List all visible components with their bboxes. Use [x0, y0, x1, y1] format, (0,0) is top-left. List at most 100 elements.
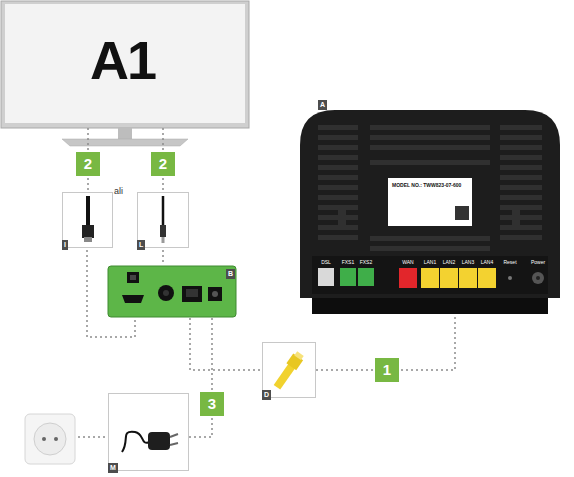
router-illustration — [358, 268, 374, 286]
callout-number: 2 — [151, 152, 175, 176]
router-illustration — [370, 246, 490, 251]
router-illustration — [500, 155, 542, 160]
router-illustration — [455, 206, 469, 220]
router-illustration — [478, 268, 496, 288]
logo-text: A1 — [90, 30, 155, 90]
tv-illustration — [1, 1, 249, 146]
router-illustration — [318, 235, 358, 240]
port-label: Reset — [503, 259, 516, 265]
router-illustration — [459, 268, 477, 288]
power-adapter — [109, 394, 189, 471]
part-letter: L — [137, 240, 145, 250]
router-illustration — [500, 185, 542, 190]
tv-illustration — [118, 128, 132, 139]
router-illustration — [338, 205, 346, 225]
router-illustration — [318, 125, 542, 251]
port-label: Power — [531, 259, 545, 265]
router-illustration — [440, 268, 458, 288]
router-illustration — [318, 175, 358, 180]
tv-screen: A1 — [0, 0, 250, 128]
router-illustration — [532, 272, 544, 284]
wall-socket — [25, 414, 75, 464]
router-illustration — [340, 268, 356, 286]
port-label: LAN3 — [462, 259, 475, 265]
hdmi-cable — [84, 237, 92, 242]
router-illustration — [370, 125, 490, 130]
router-illustration — [500, 145, 542, 150]
router-illustration — [500, 215, 542, 220]
hdmi-cable — [63, 193, 113, 248]
router-illustration — [512, 205, 520, 225]
power-adapter — [122, 432, 150, 452]
router-illustration — [318, 125, 358, 130]
cable-connector — [87, 250, 135, 337]
set-top-box — [186, 289, 198, 297]
hdmi-cable — [82, 225, 94, 238]
router-illustration — [388, 178, 472, 226]
port-label: LAN4 — [481, 259, 494, 265]
port-label: FXS1 — [342, 259, 355, 265]
set-top-box — [158, 285, 174, 301]
router-illustration — [370, 236, 490, 241]
router-illustration — [508, 276, 512, 280]
cable-box: D — [262, 342, 316, 400]
ethernet-cable — [272, 350, 305, 390]
part-letter: D — [262, 390, 271, 400]
router: A — [300, 100, 560, 315]
hdmi-cable — [86, 196, 90, 226]
wall-socket — [54, 437, 58, 441]
router-illustration — [500, 205, 542, 210]
router-illustration — [500, 225, 542, 230]
part-letter: I — [62, 240, 68, 250]
router-illustration — [500, 135, 542, 140]
router-illustration — [318, 135, 358, 140]
set-top-box — [163, 290, 169, 296]
router-illustration — [500, 235, 542, 240]
ethernet-cable — [274, 364, 295, 390]
wall-socket — [42, 437, 46, 441]
cable-connector — [190, 318, 262, 370]
callout-number: 1 — [375, 358, 399, 382]
cable-box: L — [137, 192, 189, 250]
set-top-box — [212, 291, 218, 297]
set-top-box — [208, 287, 222, 301]
power-wire — [78, 436, 106, 438]
wall-socket — [34, 423, 66, 455]
cable-box: I — [62, 192, 113, 250]
router-illustration — [370, 160, 490, 165]
router-illustration — [500, 175, 542, 180]
router-illustration — [312, 256, 548, 294]
router-illustration — [300, 110, 560, 298]
power-adapter — [148, 432, 170, 450]
router-illustration — [318, 225, 358, 230]
set-top-box — [127, 272, 139, 283]
part-letter: B — [226, 269, 235, 279]
av-cable — [160, 225, 166, 237]
port-label: LAN2 — [443, 259, 456, 265]
router-illustration — [312, 298, 548, 314]
hdmi-cable — [63, 193, 113, 248]
callout-number: 3 — [200, 392, 224, 416]
router-illustration — [536, 276, 540, 280]
router-illustration — [300, 110, 560, 314]
cable-connector — [189, 318, 212, 437]
router-illustration — [500, 165, 542, 170]
set-top-box: B — [107, 265, 237, 318]
router-illustration — [318, 145, 358, 150]
part-letter: A — [318, 100, 327, 110]
model-label: MODEL NO.: TWW823-07-600 — [392, 182, 461, 188]
port-label: FXS2 — [360, 259, 373, 265]
port-label: LAN1 — [424, 259, 437, 265]
tv-illustration — [62, 139, 188, 146]
port-label: DSL — [321, 259, 331, 265]
adapter-box: M — [108, 393, 189, 473]
router-illustration — [370, 135, 490, 140]
tv-illustration — [1, 1, 249, 128]
router-illustration — [399, 268, 417, 288]
router-illustration — [318, 195, 358, 200]
power-adapter — [109, 394, 189, 471]
set-top-box — [130, 275, 136, 280]
